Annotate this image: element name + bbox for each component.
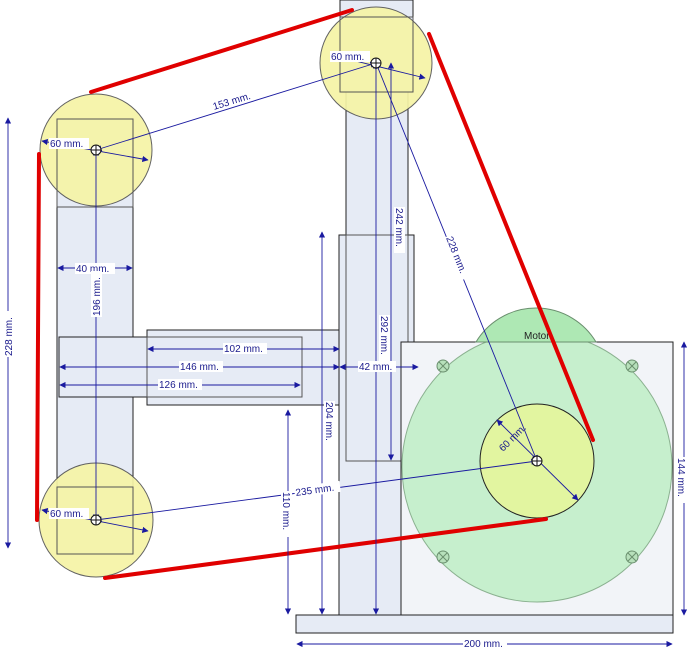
dim-label-110: 110 mm. [280, 492, 291, 530]
dim-label-102: 102 mm. [224, 344, 263, 355]
pulley-centres [90, 57, 543, 526]
dim-label-top-left-diameter: 60 mm. [50, 139, 83, 150]
dim-label-144: 144 mm. [675, 458, 686, 497]
dim-label-top-right-diameter: 60 mm. [331, 52, 364, 63]
dimension-labels: 60 mm. 60 mm. 60 mm. 60 mm. 153 mm. 40 m… [3, 51, 687, 650]
dim-label-196: 196 mm. [92, 277, 103, 316]
dim-label-228-left: 228 mm. [4, 317, 15, 356]
dim-label-42: 42 mm. [359, 362, 392, 373]
dim-label-126: 126 mm. [159, 380, 198, 391]
dim-label-235: 235 mm. [295, 483, 335, 499]
dim-label-204: 204 mm. [323, 402, 334, 441]
dim-label-228-diagonal: 228 mm. [443, 235, 468, 275]
dim-label-200: 200 mm. [464, 639, 503, 650]
base-plate [295, 614, 674, 634]
dim-label-153: 153 mm. [212, 91, 252, 113]
dim-label-292: 292 mm. [378, 316, 389, 355]
dim-label-146: 146 mm. [180, 362, 219, 373]
dim-label-40: 40 mm. [76, 264, 109, 275]
horizontal-arm [146, 329, 341, 406]
motor-label: Motor [524, 331, 550, 342]
dim-label-bottom-left-diameter: 60 mm. [50, 509, 83, 520]
dim-label-242: 242 mm. [393, 208, 404, 247]
